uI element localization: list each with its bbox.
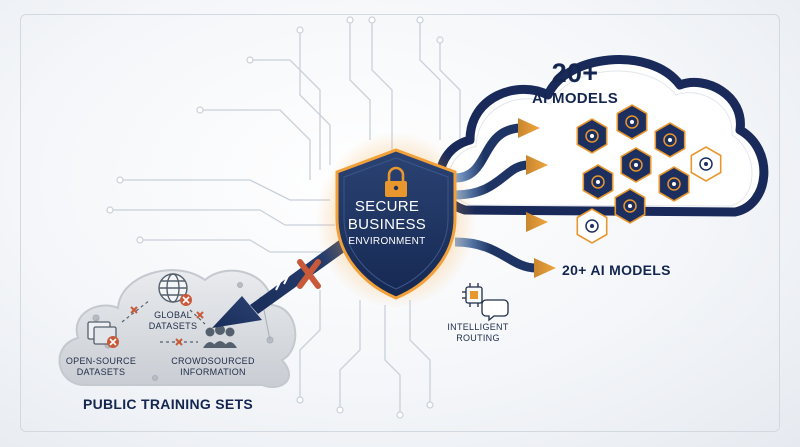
diagram-frame <box>20 14 780 432</box>
public-cloud <box>58 269 297 388</box>
globe-blocked-icon <box>180 294 192 306</box>
network-icon-dot <box>596 180 600 184</box>
open-source-line2: DATASETS <box>76 367 126 377</box>
translate-icon-dot <box>590 224 594 228</box>
open-source-line1: OPEN-SOURCE <box>65 356 137 366</box>
text-icon-glyph <box>667 177 681 191</box>
neural-net-icon-dot <box>630 120 634 124</box>
circuit-traces <box>110 20 461 415</box>
routes-label: 20+ AI MODELS <box>562 262 671 278</box>
global-datasets-line1: GLOBAL <box>154 310 192 320</box>
crowdsourced-line2: INFORMATION <box>180 367 246 377</box>
text-icon-dot <box>672 182 676 186</box>
cloud-model-label: AI MODELS <box>531 90 619 107</box>
network-icon-glyph <box>591 175 605 189</box>
shield-label-line3: ENVIRONMENT <box>348 236 426 247</box>
lock-icon <box>385 166 407 197</box>
routing-chip-icon <box>462 283 509 322</box>
shield-label-line2: BUSINESS <box>347 216 427 233</box>
routing-label-line2: ROUTING <box>456 333 500 343</box>
cloud-model-count: 20+ <box>551 58 599 88</box>
translate-icon-glyph <box>585 219 599 233</box>
brain-icon-dot <box>590 134 594 138</box>
shield-label-line1: SECURE <box>354 198 420 215</box>
ai-chip-icon-dot <box>634 163 638 167</box>
circuit-nodes <box>106 16 444 419</box>
people-icon <box>203 325 237 348</box>
blocked-marks <box>130 306 204 346</box>
globe-icon <box>158 273 188 303</box>
crowdsourced-line1: CROWDSOURCED <box>171 356 255 366</box>
chip-icon-dot <box>668 138 672 142</box>
mesh-icon-glyph <box>699 157 713 171</box>
chat-icon-glyph <box>623 199 637 213</box>
chip-icon-glyph <box>663 133 677 147</box>
routing-label-line1: INTELLIGENT <box>447 322 509 332</box>
neural-net-icon-glyph <box>625 115 639 129</box>
brain-icon-glyph <box>585 129 599 143</box>
secure-shield <box>335 148 457 300</box>
public-training-caption: PUBLIC TRAINING SETS <box>82 396 254 412</box>
global-datasets-line2: DATASETS <box>148 321 198 331</box>
mesh-icon-dot <box>704 162 708 166</box>
chat-icon-dot <box>628 204 632 208</box>
ai-chip-icon-glyph <box>629 158 643 172</box>
folder-blocked-icon <box>107 336 119 348</box>
model-honeycomb <box>576 104 722 244</box>
